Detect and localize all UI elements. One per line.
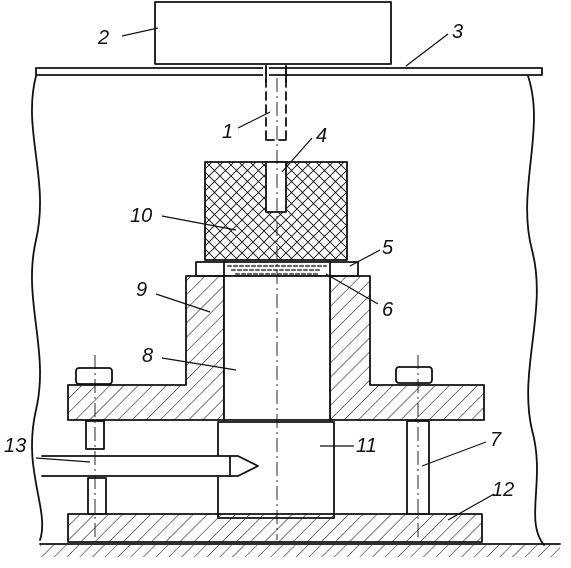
leader-7 — [421, 441, 487, 467]
label-11: 11 — [356, 435, 377, 457]
label-3: 3 — [452, 21, 463, 43]
label-6: 6 — [382, 299, 394, 321]
label-1: 1 — [222, 121, 233, 143]
probe — [41, 455, 259, 477]
leader-3 — [405, 33, 449, 67]
leader-4 — [281, 137, 313, 173]
leader-8 — [161, 357, 237, 371]
label-2: 2 — [97, 27, 109, 49]
callout-labels: 1 2 3 4 5 6 7 8 9 10 11 12 13 — [4, 21, 514, 501]
left-spacer — [195, 261, 227, 277]
label-8: 8 — [142, 345, 153, 367]
label-7: 7 — [490, 429, 502, 451]
base-plate — [67, 513, 483, 543]
right-nut-top — [395, 366, 433, 384]
housing-right — [329, 275, 485, 421]
leader-6 — [325, 273, 379, 305]
left-nut-top — [75, 367, 113, 385]
right-break-line — [526, 75, 545, 546]
rod — [265, 65, 287, 141]
label-5: 5 — [382, 237, 394, 259]
leader-9 — [155, 293, 211, 313]
label-13: 13 — [4, 435, 26, 457]
left-stud-lower — [87, 477, 107, 515]
leader-5 — [349, 249, 381, 267]
socket — [265, 161, 287, 213]
leader-1 — [237, 111, 271, 129]
load-block — [154, 1, 392, 65]
left-break-line — [31, 75, 44, 541]
leader-2 — [121, 27, 159, 37]
beam-plate — [35, 67, 543, 76]
label-9: 9 — [136, 279, 147, 301]
ground-hatch — [40, 545, 560, 557]
leader-12 — [447, 493, 495, 521]
leader-10 — [161, 215, 237, 231]
label-4: 4 — [316, 125, 327, 147]
label-10: 10 — [130, 205, 152, 227]
label-12: 12 — [492, 479, 514, 501]
leader-13 — [35, 457, 91, 463]
